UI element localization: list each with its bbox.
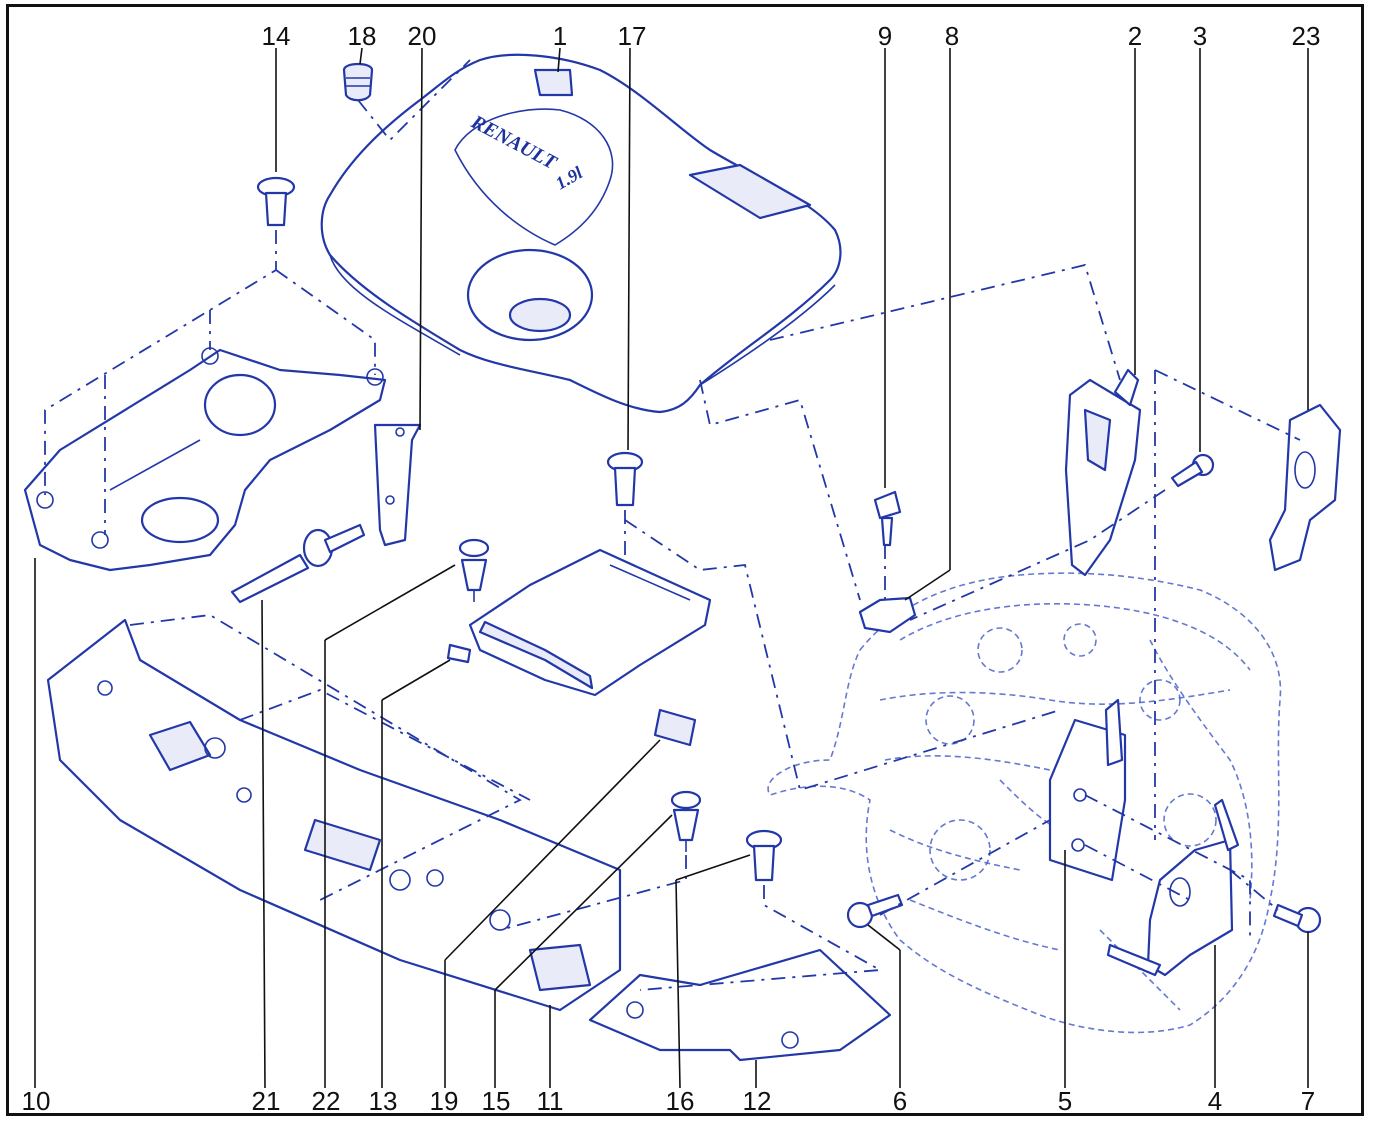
engine-block-outline <box>767 572 1282 1034</box>
engine-cover-part-1: RENAULT 1.9l <box>320 53 842 414</box>
stud-part-21 <box>230 523 366 604</box>
clip-part-22 <box>458 538 490 602</box>
label-part-6: 6 <box>893 1086 907 1116</box>
lower-shield-part-12 <box>588 948 892 1062</box>
leader-lines <box>34 47 1309 1089</box>
label-part-18: 18 <box>348 21 377 51</box>
lower-shield-part-11 <box>46 618 622 1012</box>
label-part-17: 17 <box>618 21 647 51</box>
label-part-7: 7 <box>1301 1086 1315 1116</box>
label-part-23: 23 <box>1292 21 1321 51</box>
shield-plate-part-10 <box>23 347 387 572</box>
bracket-part-4 <box>1106 798 1240 977</box>
label-part-4: 4 <box>1208 1086 1222 1116</box>
label-part-3: 3 <box>1193 21 1207 51</box>
label-part-9: 9 <box>878 21 892 51</box>
housing-cover-part-13 <box>446 548 712 697</box>
label-part-14: 14 <box>262 21 291 51</box>
label-part-16: 16 <box>666 1086 695 1116</box>
label-part-8: 8 <box>945 21 959 51</box>
bracket-part-5 <box>1048 698 1127 882</box>
label-part-12: 12 <box>743 1086 772 1116</box>
bracket-part-2 <box>1064 368 1142 577</box>
label-part-10: 10 <box>22 1086 51 1116</box>
bolt-part-6 <box>846 893 904 929</box>
bracket-part-23 <box>1268 403 1342 572</box>
clip-part-15 <box>670 790 702 852</box>
screw-part-17 <box>606 451 644 507</box>
label-part-2: 2 <box>1128 21 1142 51</box>
bolt-part-7 <box>1272 903 1322 934</box>
label-part-13: 13 <box>369 1086 398 1116</box>
bolt-part-3 <box>1170 453 1215 488</box>
bracket-part-20 <box>373 423 422 547</box>
label-part-20: 20 <box>408 21 437 51</box>
assembly-lines <box>44 59 1301 991</box>
label-part-22: 22 <box>312 1086 341 1116</box>
bracket-part-8 <box>858 596 917 634</box>
grommet-part-18 <box>342 62 374 102</box>
label-part-21: 21 <box>252 1086 281 1116</box>
label-part-19: 19 <box>430 1086 459 1116</box>
label-part-15: 15 <box>482 1086 511 1116</box>
bolt-part-9 <box>873 490 902 547</box>
label-part-11: 11 <box>537 1086 564 1116</box>
part-labels: 14 18 20 1 17 9 8 2 3 23 10 21 22 13 19 … <box>22 21 1321 1116</box>
screw-part-14 <box>256 176 296 227</box>
label-part-5: 5 <box>1058 1086 1072 1116</box>
screw-part-16 <box>745 829 783 882</box>
label-part-1: 1 <box>553 21 567 51</box>
clip-part-19 <box>653 708 697 747</box>
